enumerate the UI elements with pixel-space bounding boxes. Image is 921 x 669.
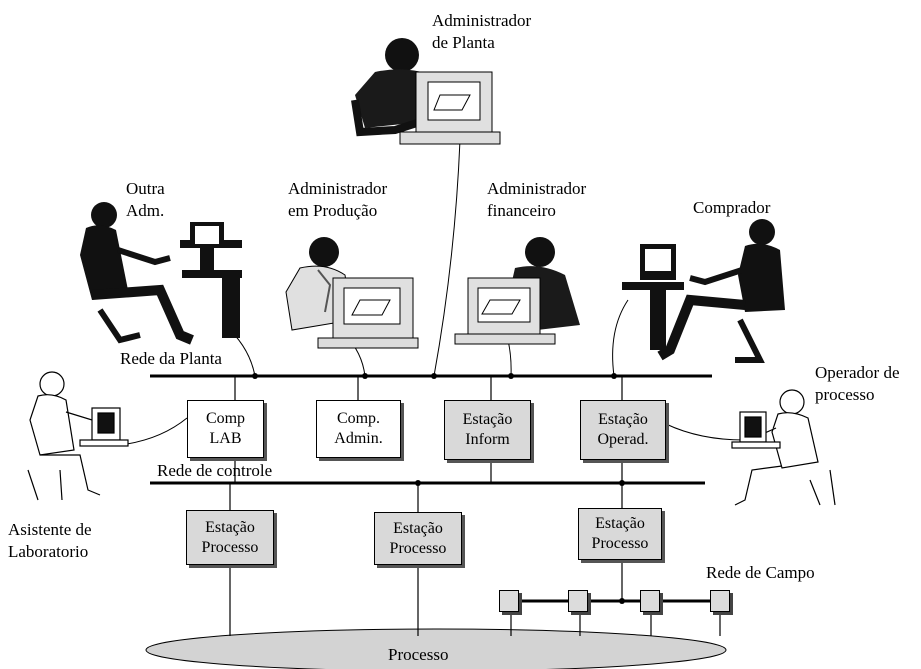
estacao-processo-3-line2: Processo xyxy=(591,535,649,552)
estacao-processo-1-line1: Estação xyxy=(205,518,255,536)
estacao-processo-node-1: Estação Processo xyxy=(186,510,274,565)
plant-network-label: Rede da Planta xyxy=(120,349,222,368)
other-admin-label: Outra Adm. xyxy=(126,179,165,220)
field-device-4 xyxy=(710,590,730,612)
process-ellipse xyxy=(145,628,727,669)
estacao-processo-1-line2: Processo xyxy=(201,538,259,556)
comp-lab-line2: LAB xyxy=(209,430,242,447)
buyer-figure xyxy=(622,219,785,363)
other-admin-figure xyxy=(80,202,242,345)
plant-admin-label: Administrador de Planta xyxy=(432,11,532,52)
plant-drops xyxy=(229,376,721,636)
estacao-processo-2-line2: Processo xyxy=(389,539,447,557)
bus-junctions xyxy=(252,373,625,604)
estacao-inform-line1: Estação xyxy=(462,411,513,428)
production-admin-label: Administrador em Produção xyxy=(288,179,388,220)
control-network-label: Rede de controle xyxy=(157,461,273,480)
estacao-operad-line2: Operad. xyxy=(597,431,649,448)
plant-admin-figure xyxy=(351,38,501,145)
estacao-processo-node-2: Estação Processo xyxy=(374,512,462,565)
comp-lab-line1: Comp xyxy=(205,410,246,427)
estacao-operad-line1: Estação xyxy=(598,411,648,428)
field-device-3 xyxy=(640,590,660,612)
finance-admin-figure xyxy=(454,237,580,345)
estacao-processo-node-3: Estação Processo xyxy=(578,508,662,560)
comp-lab-node: Comp LAB xyxy=(187,400,264,458)
estacao-operad-node: Estação Operad. xyxy=(580,400,666,460)
production-admin-figure xyxy=(285,237,419,349)
lab-assistant-figure xyxy=(27,371,129,501)
estacao-inform-line2: Inform xyxy=(465,431,510,448)
estacao-processo-2-line1: Estação xyxy=(393,519,443,537)
comp-admin-line1: Comp. xyxy=(336,410,381,427)
process-label: Processo xyxy=(388,645,449,664)
estacao-inform-node: Estação Inform xyxy=(444,400,531,460)
comp-admin-node: Comp. Admin. xyxy=(316,400,401,458)
field-device-2 xyxy=(568,590,588,612)
process-operator-label: Operador de processo xyxy=(815,363,900,404)
buyer-label: Comprador xyxy=(693,198,771,217)
estacao-processo-3-line1: Estação xyxy=(595,515,645,532)
field-device-1 xyxy=(499,590,519,612)
lab-assistant-label: Asistente de Laboratorio xyxy=(8,520,92,561)
finance-admin-label: Administrador financeiro xyxy=(487,179,587,220)
comp-admin-line2: Admin. xyxy=(334,430,383,447)
process-operator-figure xyxy=(731,389,836,506)
field-network-label: Rede de Campo xyxy=(706,563,815,582)
